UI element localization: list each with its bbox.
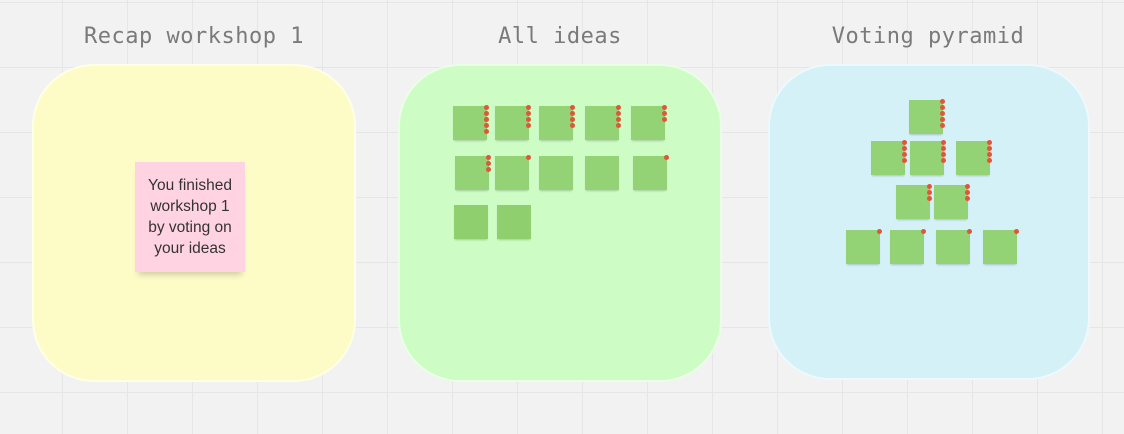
idea-sticky-note[interactable] — [497, 205, 531, 239]
vote-dot — [941, 140, 946, 145]
sticky-note-text — [455, 156, 489, 159]
idea-sticky-note[interactable] — [631, 106, 665, 140]
vote-dot — [941, 146, 946, 151]
sticky-note-text — [495, 106, 529, 109]
vote-dot — [662, 117, 667, 122]
sticky-note-text — [539, 156, 573, 159]
vote-dot — [484, 117, 489, 122]
vote-dot — [484, 105, 489, 110]
idea-sticky-note[interactable] — [585, 106, 619, 140]
sticky-note-text — [956, 141, 990, 144]
idea-sticky-note[interactable] — [539, 106, 573, 140]
vote-dot — [902, 152, 907, 157]
pyramid-sticky-note[interactable] — [956, 141, 990, 175]
sticky-note-text — [585, 106, 619, 109]
vote-dot — [570, 111, 575, 116]
pyramid-sticky-note[interactable] — [983, 230, 1017, 264]
vote-dot — [941, 152, 946, 157]
idea-sticky-note[interactable] — [453, 106, 487, 140]
pyramid-sticky-note[interactable] — [934, 185, 968, 219]
vote-dot — [486, 161, 491, 166]
frame-title: Recap workshop 1 — [84, 24, 304, 49]
sticky-note-text — [983, 230, 1017, 233]
vote-dot — [965, 190, 970, 195]
sticky-note-text — [539, 106, 573, 109]
vote-dot — [987, 146, 992, 151]
sticky-note-text — [890, 230, 924, 233]
vote-dot — [902, 158, 907, 163]
sticky-note-text — [846, 230, 880, 233]
idea-sticky-note[interactable] — [633, 156, 667, 190]
vote-dot — [902, 146, 907, 151]
vote-dot — [526, 111, 531, 116]
vote-dot — [570, 105, 575, 110]
vote-dot — [662, 111, 667, 116]
idea-sticky-note[interactable] — [454, 205, 488, 239]
vote-dot — [662, 105, 667, 110]
vote-dot — [486, 155, 491, 160]
vote-dot — [941, 158, 946, 163]
vote-dot — [616, 105, 621, 110]
sticky-note-text — [585, 156, 619, 159]
sticky-note-text — [633, 156, 667, 159]
vote-dot — [940, 99, 945, 104]
idea-sticky-note[interactable] — [585, 156, 619, 190]
vote-dot — [484, 123, 489, 128]
vote-dot — [877, 229, 882, 234]
idea-sticky-note[interactable] — [455, 156, 489, 190]
vote-dot — [484, 111, 489, 116]
pyramid-sticky-note[interactable] — [936, 230, 970, 264]
vote-dot — [526, 123, 531, 128]
vote-dot — [940, 117, 945, 122]
sticky-note-text — [631, 106, 665, 109]
vote-dot — [570, 117, 575, 122]
vote-dot — [987, 152, 992, 157]
vote-dot — [965, 184, 970, 189]
vote-dot — [940, 105, 945, 110]
vote-dot — [927, 196, 932, 201]
sticky-note-text — [896, 185, 930, 188]
frame-title: All ideas — [498, 24, 622, 49]
vote-dot — [987, 140, 992, 145]
sticky-note-text — [453, 106, 487, 109]
pyramid-sticky-note[interactable] — [871, 141, 905, 175]
vote-dot — [967, 229, 972, 234]
sticky-note-text — [910, 141, 944, 144]
idea-sticky-note[interactable] — [495, 156, 529, 190]
pyramid-sticky-note[interactable] — [890, 230, 924, 264]
sticky-note-text — [909, 100, 943, 103]
vote-dot — [921, 229, 926, 234]
pyramid-sticky-note[interactable] — [846, 230, 880, 264]
vote-dot — [616, 111, 621, 116]
sticky-note-text — [936, 230, 970, 233]
sticky-note-text — [871, 141, 905, 144]
vote-dot — [940, 111, 945, 116]
recap-sticky-note[interactable]: You finished workshop 1 by voting on you… — [135, 162, 245, 272]
sticky-note-text — [934, 185, 968, 188]
vote-dot — [526, 117, 531, 122]
vote-dot — [902, 140, 907, 145]
vote-dot — [664, 155, 669, 160]
vote-dot — [526, 155, 531, 160]
idea-sticky-note[interactable] — [495, 106, 529, 140]
vote-dot — [927, 184, 932, 189]
sticky-note-text — [495, 156, 529, 159]
vote-dot — [616, 123, 621, 128]
idea-sticky-note[interactable] — [539, 156, 573, 190]
vote-dot — [616, 117, 621, 122]
vote-dot — [526, 105, 531, 110]
frame-title: Voting pyramid — [831, 24, 1025, 49]
vote-dot — [1014, 229, 1019, 234]
vote-dot — [484, 129, 489, 134]
vote-dot — [940, 123, 945, 128]
vote-dot — [570, 123, 575, 128]
vote-dot — [927, 190, 932, 195]
vote-dot — [987, 158, 992, 163]
pyramid-sticky-note[interactable] — [910, 141, 944, 175]
vote-dot — [965, 196, 970, 201]
pyramid-sticky-note[interactable] — [909, 100, 943, 134]
pyramid-sticky-note[interactable] — [896, 185, 930, 219]
vote-dot — [486, 167, 491, 172]
